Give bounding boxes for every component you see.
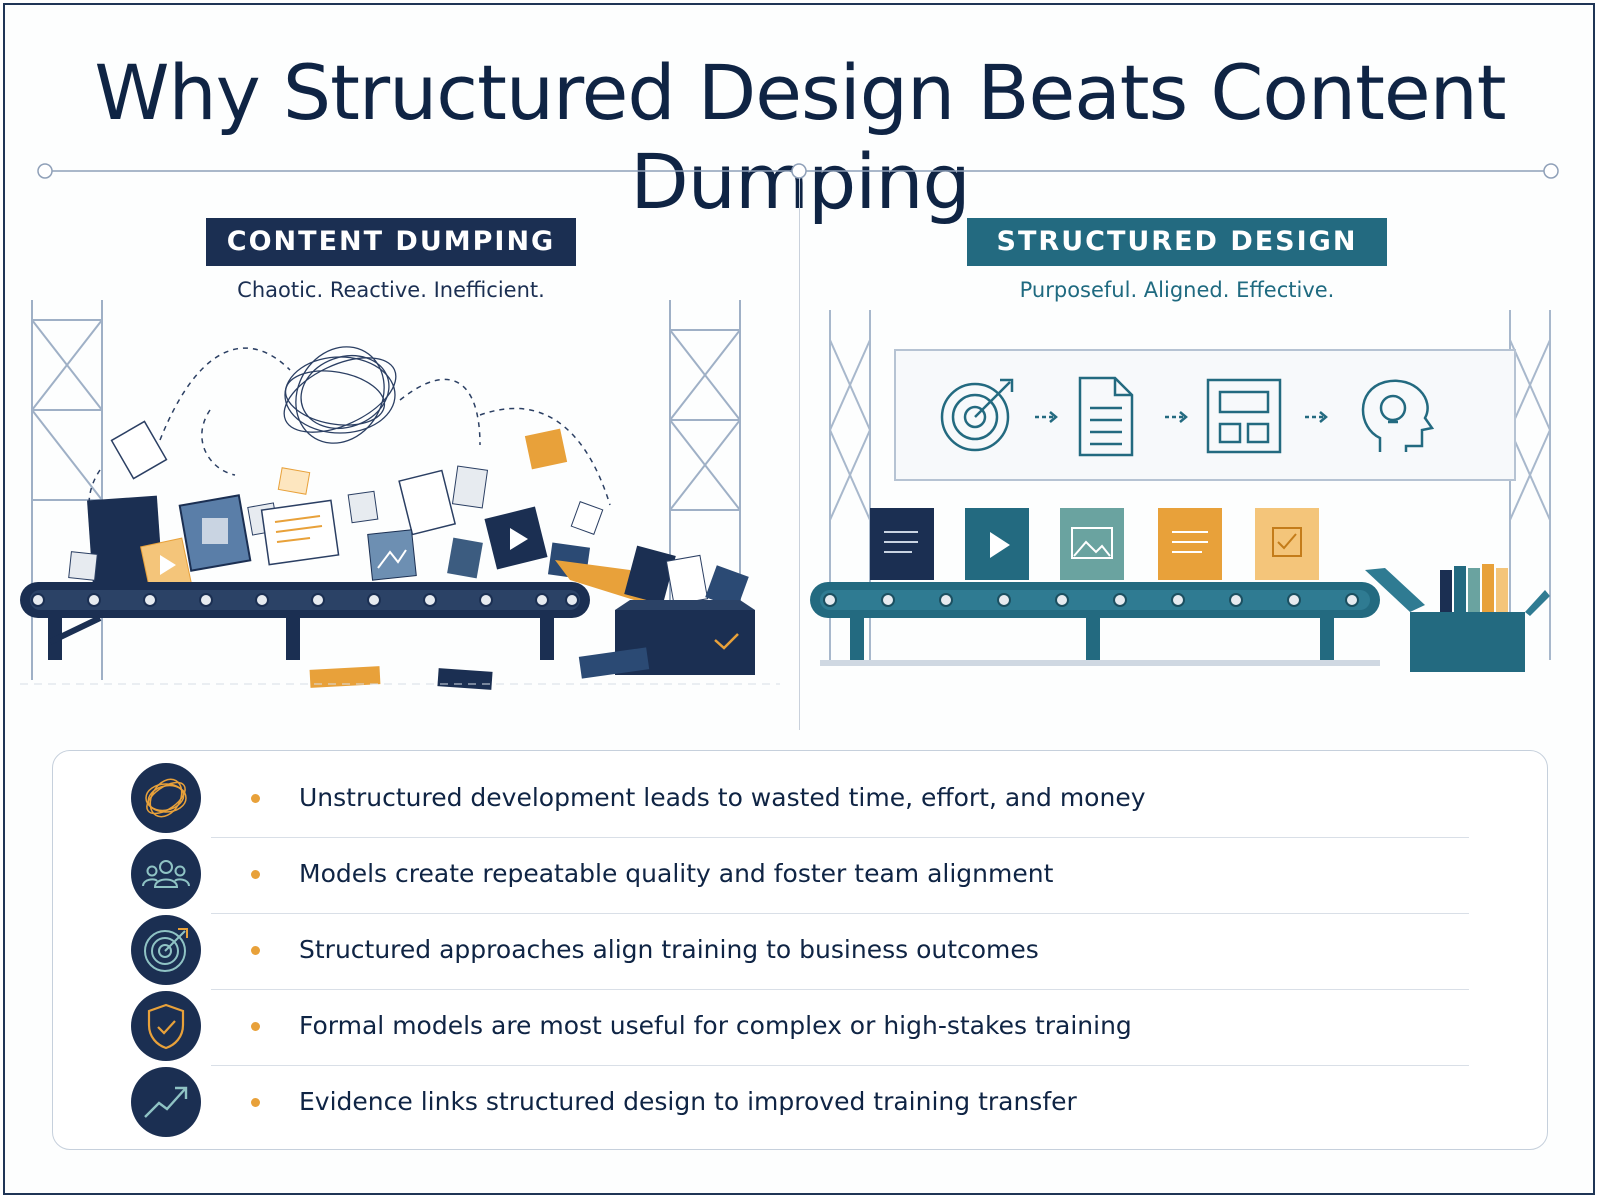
badge-trend [131,1067,201,1137]
bullet-dot [251,870,260,879]
header-rule [37,163,1559,179]
row-separator [211,837,1469,838]
key-point-text: Evidence links structured design to impr… [299,1087,1077,1116]
arrow-1 [1035,411,1058,423]
shield-check-icon [147,1003,185,1050]
key-point-row: Unstructured development leads to wasted… [53,759,1549,838]
key-points-panel: Unstructured development leads to wasted… [52,750,1548,1150]
trend-up-icon [144,1086,188,1118]
content-dumping-label: CONTENT DUMPING [206,218,576,266]
badge-tangle [131,763,201,833]
structured-design-illustration [810,310,1551,672]
key-point-text: Models create repeatable quality and fos… [299,859,1054,888]
process-flow-panel [894,349,1516,481]
key-point-row: Models create repeatable quality and fos… [53,835,1549,914]
page-title: Why Structured Design Beats Content Dump… [94,48,1506,226]
target-icon [144,928,188,972]
row-separator [211,1065,1469,1066]
target-icon [940,378,1014,452]
floor-debris [20,647,780,690]
key-point-row: Formal models are most useful for comple… [53,987,1549,1066]
conveyor-belt-right [810,582,1380,666]
key-point-row: Evidence links structured design to impr… [53,1063,1549,1139]
structured-design-label: STRUCTURED DESIGN [967,218,1387,266]
bullet-dot [251,1098,260,1107]
bullet-dot [251,794,260,803]
bullet-dot [251,946,260,955]
row-separator [211,989,1469,990]
organized-bin [1365,564,1550,672]
tangle-scribble [283,346,397,444]
overflow-bin [555,545,755,675]
tangle-icon [145,778,187,818]
conveyor-belt-left [20,582,590,660]
badge-shield [131,991,201,1061]
arrow-2 [1165,411,1188,423]
structured-design-tagline: Purposeful. Aligned. Effective. [1019,278,1335,302]
content-dumping-tagline: Chaotic. Reactive. Inefficient. [237,278,545,302]
key-point-row: Structured approaches align training to … [53,911,1549,990]
content-dumping-illustration [20,300,780,690]
arrow-3 [1305,411,1328,423]
column-divider [799,178,800,730]
layout-icon [1206,378,1282,454]
team-icon [142,860,190,888]
lightbulb-head-icon [1361,379,1435,452]
bullet-dot [251,1022,260,1031]
key-point-text: Unstructured development leads to wasted… [299,783,1146,812]
module-blocks [870,508,1319,580]
document-icon [1078,376,1134,457]
key-point-text: Structured approaches align training to … [299,935,1039,964]
badge-team [131,839,201,909]
row-separator [211,913,1469,914]
item-pile [68,494,591,593]
badge-target [131,915,201,985]
key-point-text: Formal models are most useful for comple… [299,1011,1132,1040]
